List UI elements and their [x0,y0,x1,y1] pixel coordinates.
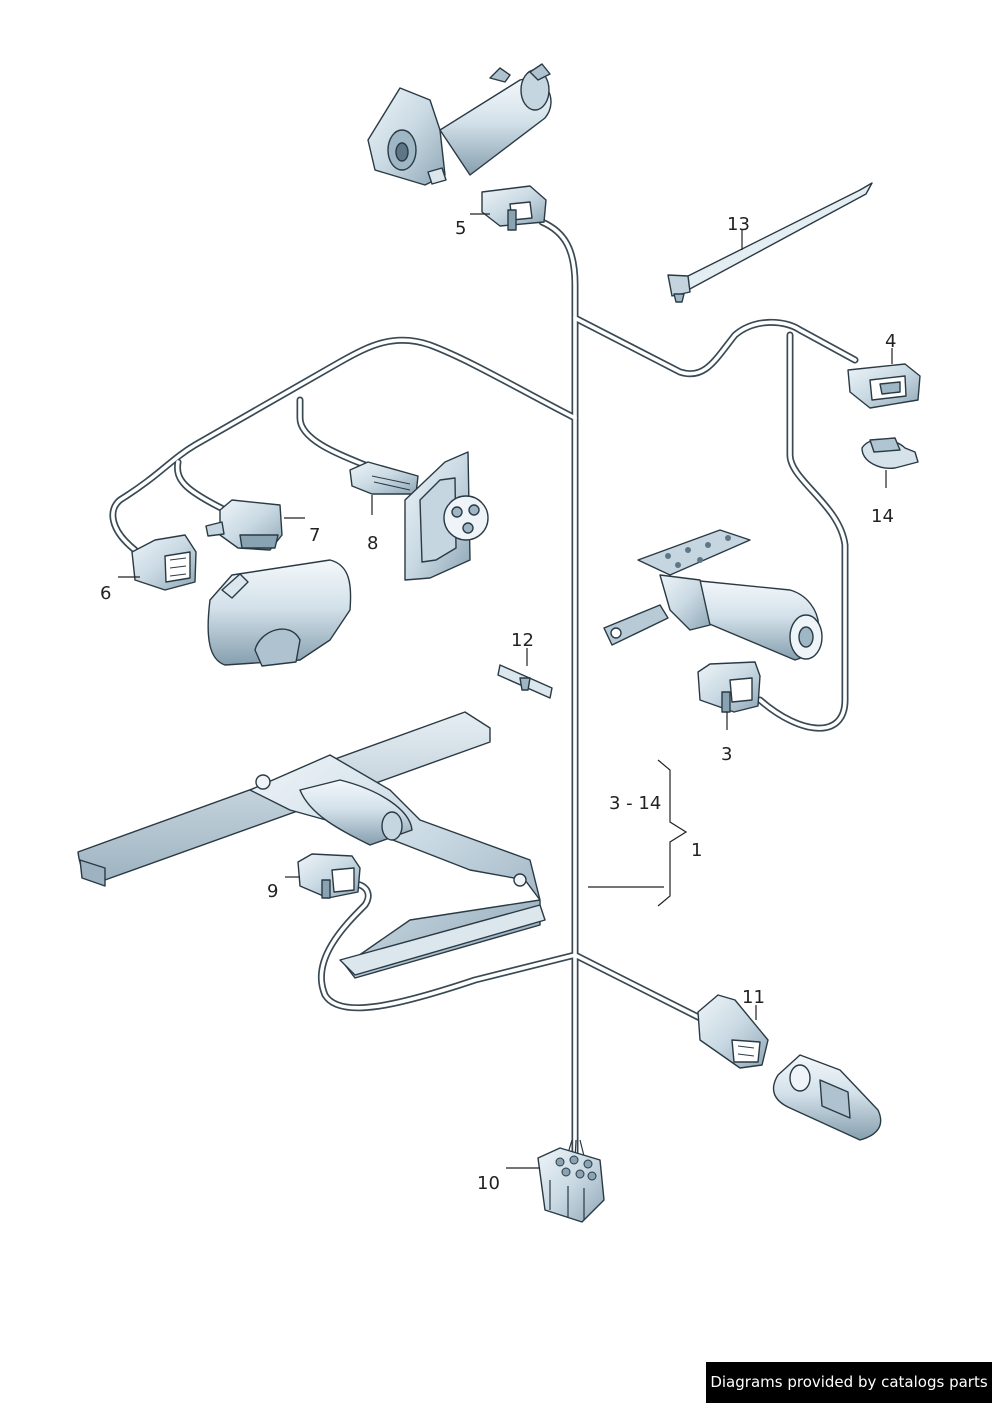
credit-banner: Diagrams provided by catalogs parts [706,1362,992,1403]
callout-3: 3 [721,744,732,765]
seat-rail-frame [77,711,546,979]
connector-9 [297,853,361,899]
callout-6: 6 [100,583,111,604]
callout-9: 9 [267,881,278,902]
seat-control-unit [207,559,352,667]
callout-12: 12 [511,630,534,651]
callout-1: 1 [691,840,702,861]
callout-labels: 5 13 4 14 6 7 8 12 3 3 - 14 1 9 11 10 [100,214,896,1194]
cable-tie-13 [667,182,873,303]
wiring-harness [109,218,859,1161]
connector-8 [349,461,419,495]
connector-11 [697,994,769,1069]
height-adjust-motor [603,529,823,661]
top-seat-motor [367,63,552,186]
connector-5 [481,185,547,231]
connector-6 [131,534,197,591]
callout-11: 11 [742,987,765,1008]
part-14-retainer [861,437,919,469]
connector-3 [697,661,761,713]
callout-5: 5 [455,218,466,239]
callout-7: 7 [309,525,320,546]
callout-13: 13 [727,214,750,235]
connector-4 [847,363,921,409]
connector-10 [537,1147,605,1223]
callout-10: 10 [477,1173,500,1194]
lamp-housing [772,1054,882,1141]
callout-3-14: 3 - 14 [609,793,661,814]
clip-12 [497,664,553,699]
leader-lines [118,213,893,1169]
callout-8: 8 [367,533,378,554]
callout-4: 4 [885,331,896,352]
seat-control-switch [404,451,489,581]
callout-14: 14 [871,506,894,527]
connector-7 [205,499,283,551]
